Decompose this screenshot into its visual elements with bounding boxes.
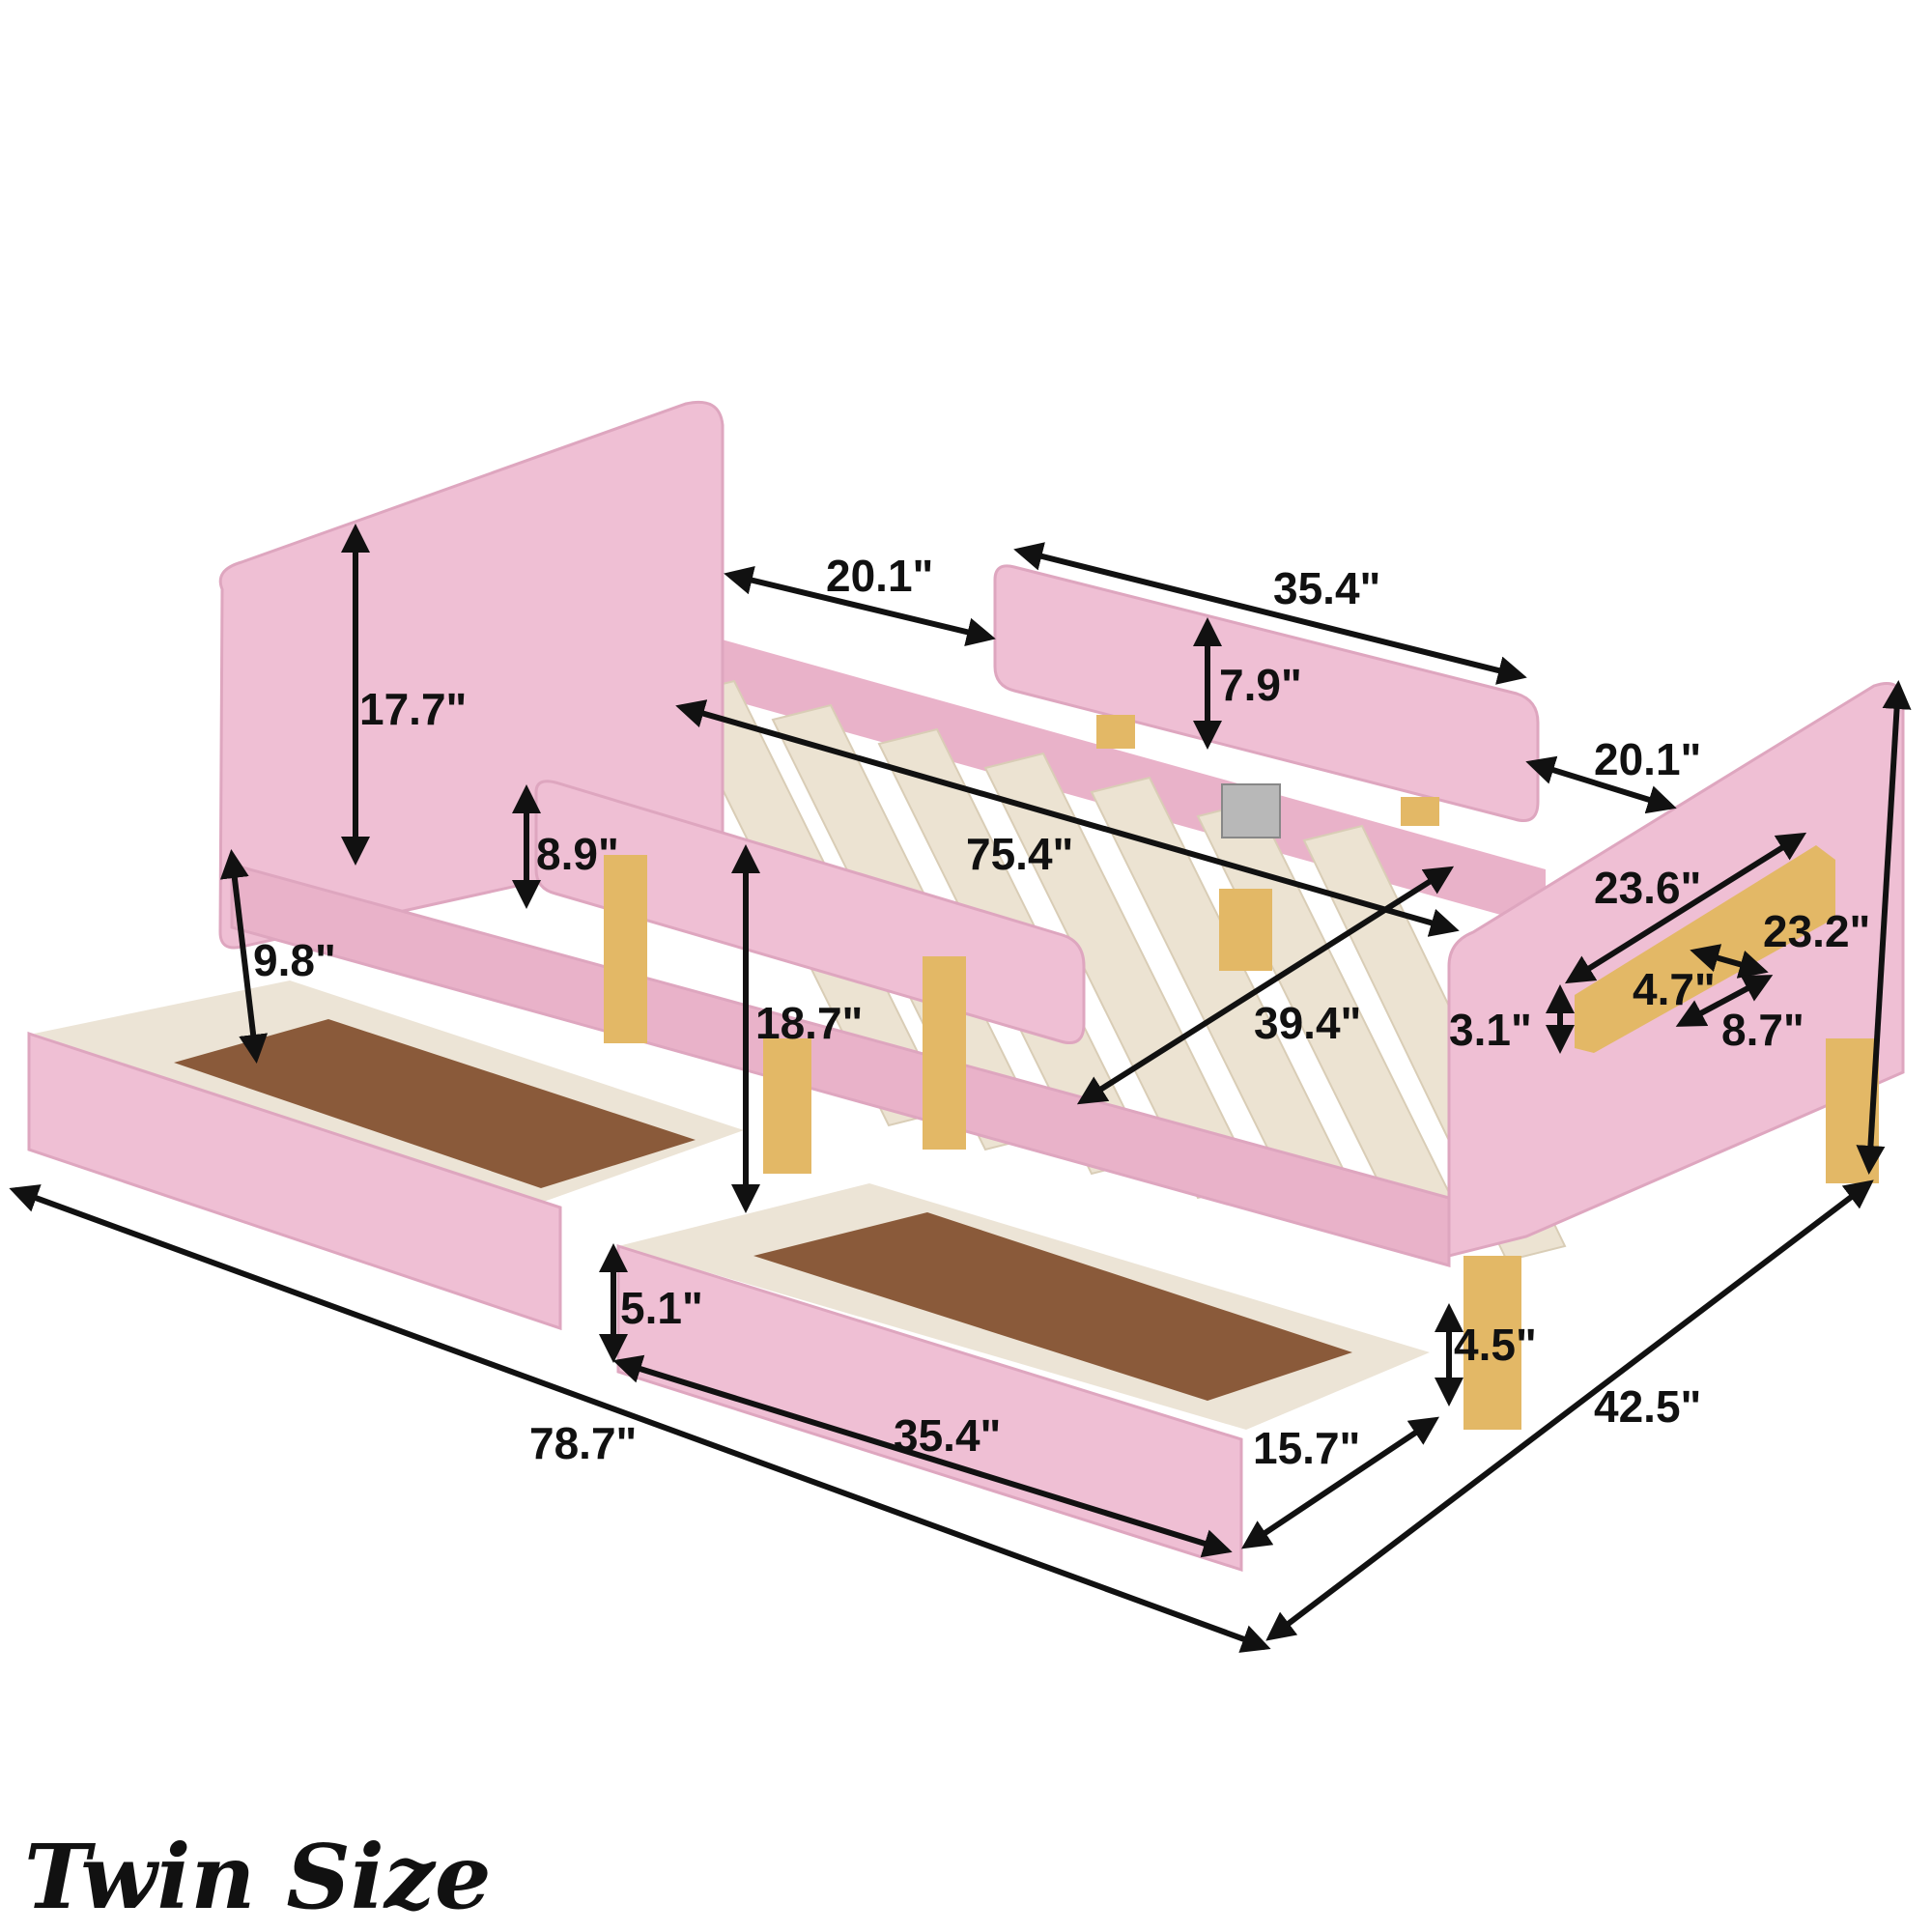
label-drawer-height: 5.1" [620,1283,703,1333]
front-rail-leg-1 [604,855,647,1043]
label-mattress-width: 39.4" [1254,998,1361,1048]
label-headboard-gap: 20.1" [826,551,933,601]
label-overall-length: 78.7" [529,1418,637,1468]
arrow-overall-width [1265,1179,1874,1641]
label-shelf-depth: 4.7" [1633,964,1716,1014]
label-side-drop: 9.8" [253,935,336,985]
rail-leg-1 [1096,715,1135,749]
label-shelf-height: 3.1" [1449,1005,1532,1055]
arrow-mattress-width [1076,866,1455,1105]
dimension-labels: 17.7" 20.1" 35.4" 7.9" 20.1" 8.9" 75.4" … [253,551,1870,1473]
label-top-rail-height: 7.9" [1219,660,1302,710]
dimension-arrows [9,524,1912,1653]
arrow-overall-length [9,1184,1271,1653]
label-footboard-gap: 20.1" [1594,734,1701,784]
label-leg-clearance: 4.5" [1454,1320,1537,1370]
arrow-shelf-depth [1690,944,1769,979]
arrow-headboard-gap [724,566,996,646]
arrow-top-rail-length [1013,542,1527,685]
front-rail-leg-3 [763,1038,811,1174]
label-shelf-length: 23.6" [1594,863,1701,913]
back-leg-middle [1219,889,1272,971]
label-shelf-width: 8.7" [1721,1005,1804,1055]
label-headboard-height: 17.7" [359,684,467,734]
label-mattress-length: 75.4" [966,829,1073,879]
label-overall-width: 42.5" [1594,1381,1701,1432]
drawer-right [616,1183,1430,1573]
label-footboard-height: 23.2" [1763,906,1870,956]
label-front-rail-height: 18.7" [755,998,863,1048]
rail-bracket [1221,783,1281,838]
label-side-rail-height: 8.9" [536,829,619,879]
arrow-shelf-length [1564,832,1807,984]
rail-leg-2 [1401,797,1439,826]
arrow-shelf-width [1675,975,1774,1027]
label-top-rail-length: 35.4" [1273,563,1380,613]
front-rail-leg-2 [923,956,966,1150]
arrow-footboard-gap [1525,755,1677,814]
size-title: Twin Size [24,1825,492,1929]
arrow-footboard-height [1856,680,1912,1175]
label-drawer-depth: 15.7" [1253,1423,1360,1473]
arrow-side-drop [219,849,269,1064]
label-drawer-length: 35.4" [894,1410,1001,1461]
